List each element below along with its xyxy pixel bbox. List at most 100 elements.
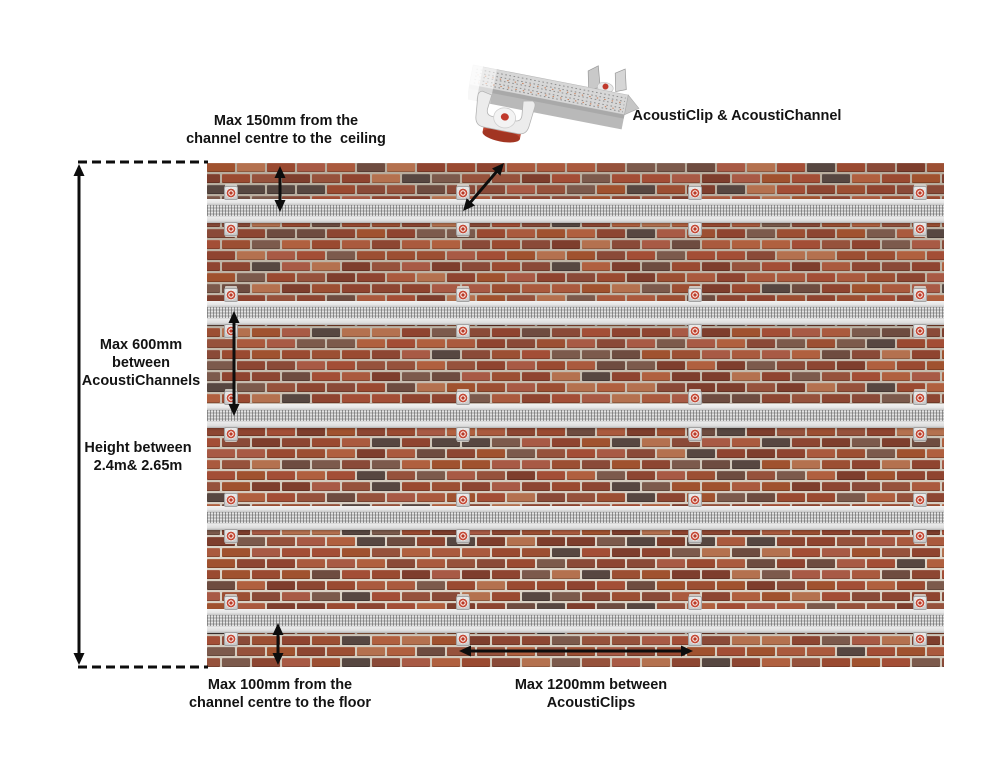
clip-target-ring [915, 326, 925, 336]
clip-target-ring [690, 495, 700, 505]
acousticlip [688, 529, 702, 543]
clip-target-ring [458, 598, 468, 608]
acousticlip [913, 222, 927, 236]
clip-target-ring [690, 393, 700, 403]
clip-spacing-note: Max 1200mm between AcoustiClips [471, 676, 711, 712]
wall-height-arrow-head [73, 653, 85, 665]
acoustichannel [207, 199, 944, 223]
clip-target-ring [915, 393, 925, 403]
acousticlip [913, 324, 927, 338]
acoustichannel [207, 301, 944, 325]
brick-wall [207, 163, 944, 667]
note-line: AcoustiChannels [81, 373, 201, 389]
acousticlip [913, 529, 927, 543]
clip-target-ring [458, 531, 468, 541]
acousticlip [913, 632, 927, 646]
clip-target-ring [690, 531, 700, 541]
clip-target-ring [690, 598, 700, 608]
note-line: 2.4m& 2.65m [93, 458, 183, 474]
product-image-acousticlip-acoustichannel [468, 58, 640, 143]
acousticlip [456, 529, 470, 543]
clip-target-ring [458, 326, 468, 336]
acousticlip [913, 391, 927, 405]
acousticlip [913, 186, 927, 200]
acousticlip [688, 186, 702, 200]
acousticlip [913, 288, 927, 302]
acousticlip [688, 324, 702, 338]
clip-target-ring [226, 531, 236, 541]
channel-perforation-band [207, 307, 944, 318]
note-line: Height between [84, 440, 192, 456]
wall-height-note: Height between 2.4m& 2.65m [38, 439, 238, 475]
acousticlip [688, 596, 702, 610]
channel-perforation-band [207, 410, 944, 421]
ceiling-gap-note: Max 150mm from the channel centre to the… [166, 112, 406, 148]
channel-end-fold [624, 94, 640, 116]
product-render-group [468, 58, 640, 143]
clip-target-ring [226, 634, 236, 644]
wall-height-arrow-head [73, 164, 85, 176]
clip-target-ring [915, 531, 925, 541]
acousticlip [224, 288, 238, 302]
clip-target-ring [690, 224, 700, 234]
acousticlip [456, 391, 470, 405]
acousticlip [456, 222, 470, 236]
acousticlip [224, 427, 238, 441]
clip-target-ring [458, 188, 468, 198]
back-clip-red-dot [602, 83, 609, 90]
clip-target-ring [226, 326, 236, 336]
front-clip [475, 90, 536, 143]
note-line: between [111, 355, 170, 371]
product-label: AcoustiClip & AcoustiChannel [617, 107, 857, 125]
acousticlip [688, 427, 702, 441]
acousticlip [456, 324, 470, 338]
clip-target-ring [690, 188, 700, 198]
clip-target-ring [226, 495, 236, 505]
clip-target-ring [690, 326, 700, 336]
clip-target-ring [915, 429, 925, 439]
channel-web-front [468, 84, 625, 130]
acousticlip [456, 632, 470, 646]
clip-target-ring [458, 224, 468, 234]
note-line: Max 100mm from the [207, 677, 353, 693]
acousticlip [456, 427, 470, 441]
channel-perforations [473, 68, 626, 113]
clip-red-dot [500, 113, 509, 121]
acousticlip [224, 186, 238, 200]
clip-target-ring [458, 495, 468, 505]
floor-gap-note: Max 100mm from the channel centre to the… [160, 676, 400, 712]
acousticlip [688, 493, 702, 507]
acousticlip [688, 632, 702, 646]
acoustichannel [207, 609, 944, 633]
acousticlip [456, 186, 470, 200]
acousticlip [456, 493, 470, 507]
clip-bracket [475, 90, 536, 135]
clip-target-ring [458, 290, 468, 300]
clip-target-ring [690, 429, 700, 439]
acoustichannel [207, 404, 944, 428]
clip-target-ring [458, 393, 468, 403]
channel-perforation-band [207, 512, 944, 523]
acousticlip [688, 222, 702, 236]
acoustichannel [207, 506, 944, 530]
note-line: Max 150mm from the [213, 113, 359, 129]
acousticlip [456, 596, 470, 610]
note-line: AcoustiClips [546, 695, 636, 711]
acousticlip [913, 596, 927, 610]
back-clip-fin [614, 68, 627, 93]
note-line: Max 600mm [99, 337, 183, 353]
clip-target-ring [915, 634, 925, 644]
clip-target-ring [915, 188, 925, 198]
channel-web-shadow [468, 84, 625, 119]
acousticlip [224, 596, 238, 610]
clip-target-ring [226, 598, 236, 608]
channel-spacing-note: Max 600mm between AcoustiChannels [41, 336, 241, 390]
note-line: channel centre to the ceiling [186, 131, 386, 147]
acousticlip [224, 222, 238, 236]
acousticlip [224, 493, 238, 507]
clip-target-ring [915, 495, 925, 505]
acousticlip [688, 391, 702, 405]
clip-target-ring [915, 598, 925, 608]
note-line: channel centre to the floor [188, 695, 372, 711]
acousticlip [224, 391, 238, 405]
